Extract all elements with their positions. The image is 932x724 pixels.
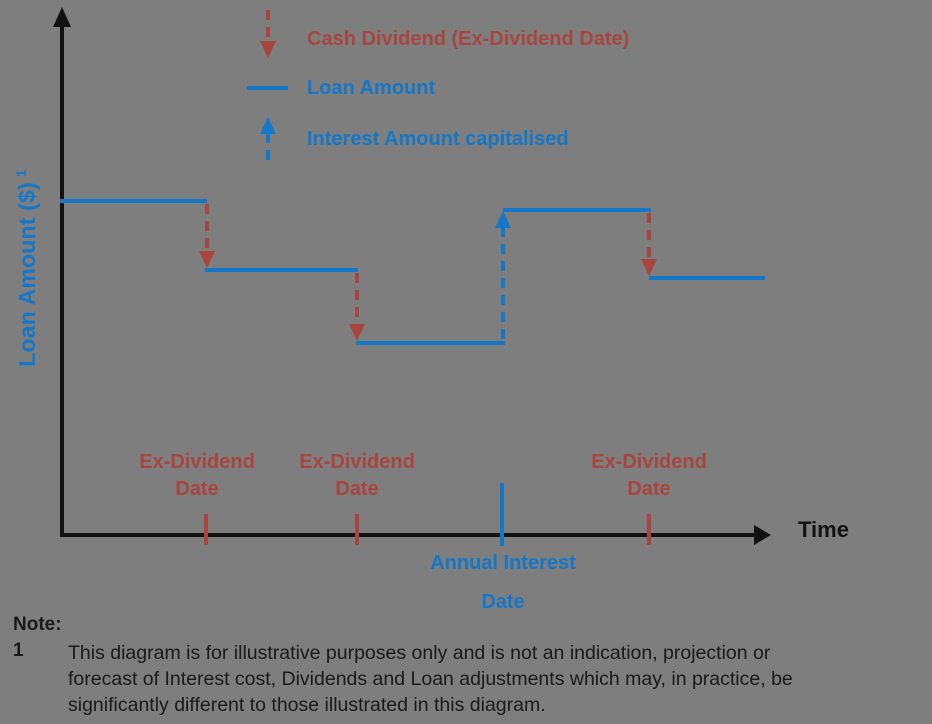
legend-cash-dividend-down-arrow-icon: [259, 10, 276, 58]
note-text-line-1: This diagram is for illustrative purpose…: [68, 642, 771, 664]
arrowhead-icon: [259, 41, 276, 58]
legend-label-loan-amount: Loan Amount: [307, 77, 436, 99]
note-text-line-2: forecast of Interest cost, Dividends and…: [68, 668, 793, 690]
y-axis-label-superscript: 1: [13, 169, 30, 178]
annual-interest-date-label-line1: Annual Interest: [430, 552, 576, 574]
note-text-line-3: significantly different to those illustr…: [68, 694, 546, 716]
annual-interest-tick: [500, 483, 504, 546]
label-line-1: Ex-Dividend: [139, 451, 255, 473]
y-axis-label: Loan Amount ($) 1: [13, 169, 41, 367]
legend-label-interest-capitalised: Interest Amount capitalised: [307, 128, 569, 150]
dashed-shaft: [265, 10, 270, 42]
label-line-2: Date: [335, 478, 379, 500]
dashed-shaft: [647, 213, 651, 260]
arrowhead-icon: [495, 211, 511, 228]
dividend-drop-arrow-2-icon: [348, 273, 366, 341]
legend-interest-capitalised-up-arrow-icon: [259, 117, 276, 166]
legend-label-cash-dividend: Cash Dividend (Ex-Dividend Date): [307, 28, 630, 50]
y-axis-line: [60, 24, 64, 537]
legend-loan-amount-line-icon: [247, 86, 288, 90]
ex-dividend-tick-3: [647, 514, 651, 545]
ex-dividend-date-label-3: Ex-Dividend Date: [559, 449, 739, 503]
loan-segment-2: [205, 268, 358, 272]
dividend-drop-arrow-1-icon: [198, 204, 216, 268]
interest-rise-arrow-icon: [494, 211, 512, 341]
annual-interest-date-label-line2: Date: [481, 591, 525, 613]
dashed-shaft: [265, 133, 270, 166]
loan-segment-1: [60, 199, 207, 203]
note-text: This diagram is for illustrative purpose…: [68, 640, 793, 718]
arrowhead-icon: [199, 251, 215, 268]
label-line-2: Date: [627, 478, 671, 500]
arrowhead-icon: [259, 117, 276, 134]
label-line-1: Ex-Dividend: [591, 451, 707, 473]
dashed-shaft: [205, 204, 209, 252]
dividend-drop-arrow-3-icon: [640, 213, 658, 276]
dashed-shaft: [501, 227, 505, 341]
x-axis-line: [60, 533, 756, 537]
ex-dividend-tick-2: [355, 514, 359, 545]
label-line-1: Ex-Dividend: [299, 451, 415, 473]
loan-segment-4: [503, 208, 651, 212]
loan-segment-3: [356, 341, 505, 345]
ex-dividend-tick-1: [204, 514, 208, 545]
loan-segment-5: [649, 276, 765, 280]
note-heading: Note:: [13, 614, 62, 635]
y-axis-label-text: Loan Amount ($): [13, 182, 40, 367]
arrowhead-icon: [641, 259, 657, 276]
label-line-2: Date: [175, 478, 219, 500]
y-axis-arrowhead-icon: [53, 7, 71, 27]
dashed-shaft: [355, 273, 359, 325]
x-axis-arrowhead-icon: [754, 525, 771, 545]
ex-dividend-date-label-1: Ex-Dividend Date: [107, 449, 287, 503]
arrowhead-icon: [349, 324, 365, 341]
note-reference-number: 1: [13, 640, 24, 661]
x-axis-label: Time: [798, 517, 849, 542]
ex-dividend-date-label-2: Ex-Dividend Date: [267, 449, 447, 503]
